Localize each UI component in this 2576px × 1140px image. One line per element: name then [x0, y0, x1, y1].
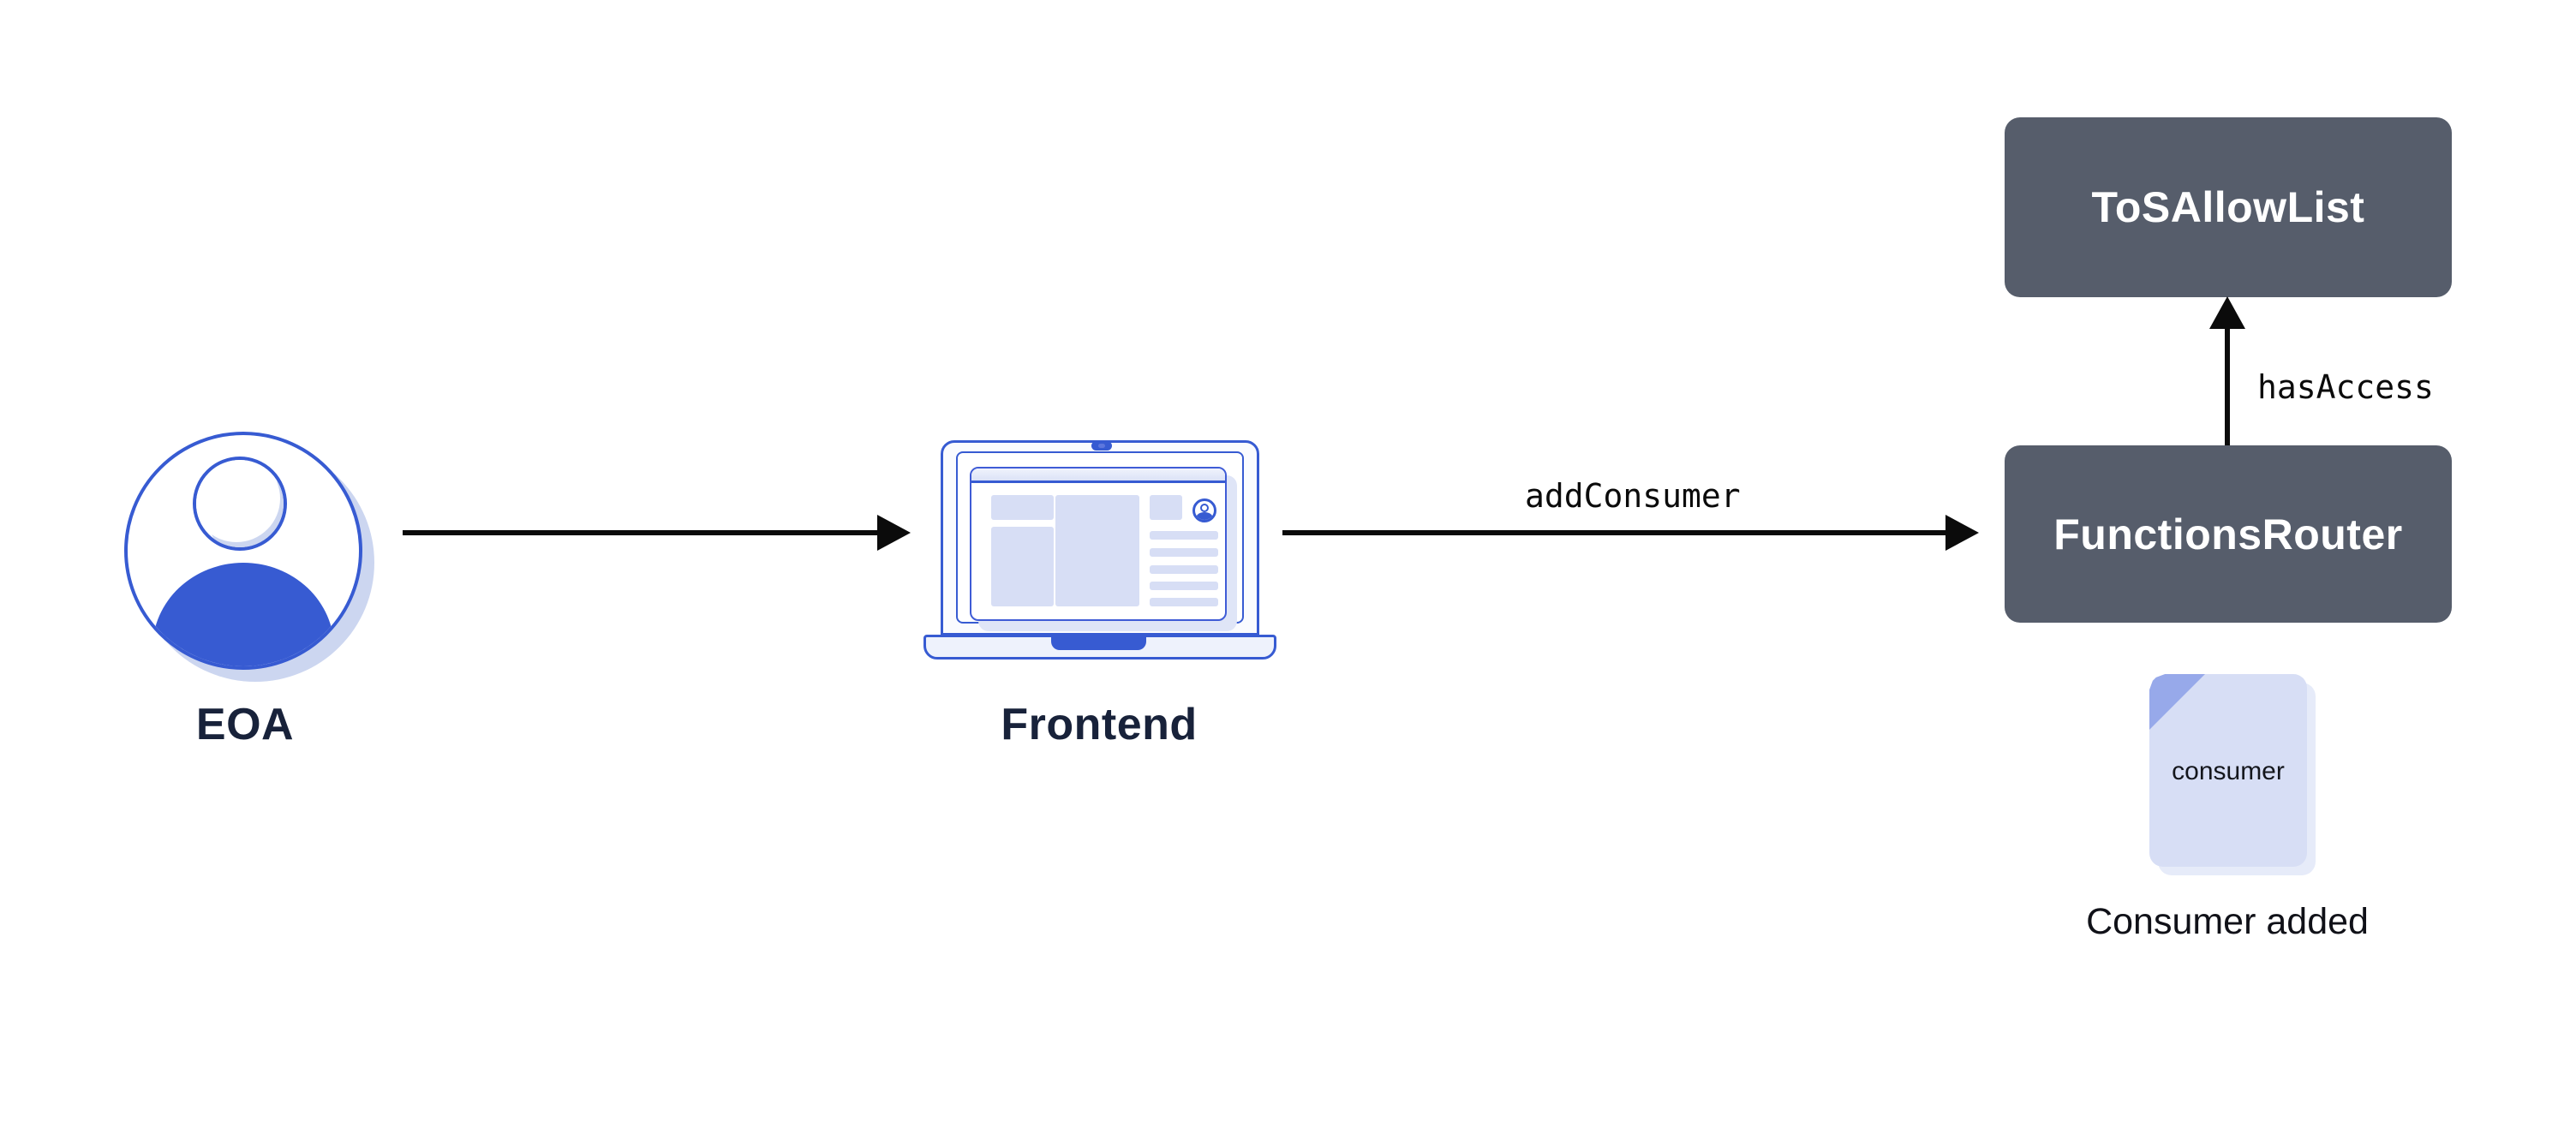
content-bar	[1150, 598, 1218, 606]
tos-allow-list-node: ToSAllowList	[2005, 117, 2452, 297]
consumer-file-label: consumer	[2172, 757, 2285, 785]
arrowhead-right-icon	[1945, 515, 1979, 551]
arrow-line	[2225, 328, 2230, 445]
user-icon	[124, 432, 362, 670]
arrow-line	[403, 530, 879, 535]
browser-window	[970, 467, 1227, 621]
user-icon-body	[152, 563, 334, 666]
hasaccess-edge-label: hasAccess	[2257, 368, 2434, 406]
tos-allow-list-label: ToSAllowList	[2091, 183, 2365, 231]
eoa-label: EOA	[195, 700, 295, 749]
document-icon	[2149, 674, 2307, 867]
consumer-added-caption: Consumer added	[2086, 901, 2369, 942]
browser-header-bar	[971, 469, 1225, 483]
arrow-line	[1282, 530, 1947, 535]
avatar-head	[1200, 504, 1209, 512]
user-icon-head-face	[196, 460, 280, 542]
webcam-icon	[1091, 441, 1112, 451]
content-block	[1055, 495, 1139, 606]
avatar-icon	[1192, 498, 1216, 522]
laptop-trackpad-notch	[1051, 636, 1146, 650]
content-bar	[1150, 531, 1218, 540]
content-bar	[1150, 548, 1218, 557]
arrowhead-right-icon	[877, 515, 911, 551]
content-bar	[1150, 582, 1218, 590]
content-block	[1150, 495, 1182, 520]
functions-router-label: FunctionsRouter	[2053, 510, 2403, 558]
user-icon-head	[193, 457, 287, 551]
content-block	[991, 527, 1054, 606]
avatar-body	[1196, 512, 1213, 520]
addconsumer-edge-label: addConsumer	[1525, 477, 1741, 515]
content-block	[991, 495, 1054, 520]
frontend-label: Frontend	[1001, 700, 1198, 749]
arrowhead-up-icon	[2209, 296, 2245, 329]
webcam-dot	[1098, 444, 1105, 448]
content-bar	[1150, 565, 1218, 574]
functions-router-node: FunctionsRouter	[2005, 445, 2452, 623]
